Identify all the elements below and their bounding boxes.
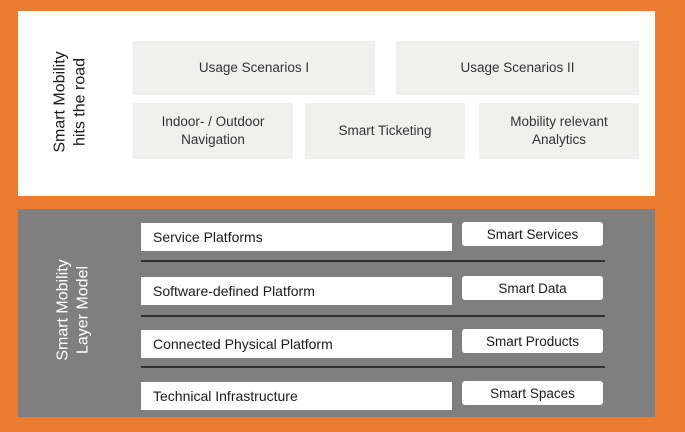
bottom-side-label: Smart Mobility Layer Model <box>54 259 95 360</box>
box-usage-scenarios-2-label: Usage Scenarios II <box>460 59 575 75</box>
box-software-defined-platform-label: Software-defined Platform <box>153 283 315 299</box>
bottom-side-label-line1: Smart Mobility <box>54 259 72 361</box>
top-side-label-line1: Smart Mobility <box>51 51 69 153</box>
box-smart-data-label: Smart Data <box>498 280 567 296</box>
box-smart-spaces: Smart Spaces <box>462 381 603 405</box>
bottom-side-label-line2: Layer Model <box>75 265 92 355</box>
box-mobility-relevant-analytics-label: Mobility relevant Analytics <box>510 113 608 147</box>
top-side-label: Smart Mobility hits the road <box>51 51 92 152</box>
layer-separator-3 <box>141 366 605 368</box>
usage-scenarios-panel: Smart Mobility hits the road Usage Scena… <box>18 11 655 196</box>
box-service-platforms: Service Platforms <box>141 223 452 251</box>
box-connected-physical-platform: Connected Physical Platform <box>141 330 452 358</box>
box-smart-data: Smart Data <box>462 276 603 300</box>
layer-model-panel: Smart Mobility Layer Model Service Platf… <box>18 209 655 417</box>
box-usage-scenarios-1: Usage Scenarios I <box>133 41 375 95</box>
box-usage-scenarios-1-label: Usage Scenarios I <box>198 59 310 75</box>
box-smart-ticketing: Smart Ticketing <box>305 103 465 159</box>
box-indoor-outdoor-navigation-label: Indoor- / Outdoor Navigation <box>161 113 265 147</box>
layer-separator-1 <box>141 260 605 262</box>
box-smart-products: Smart Products <box>462 329 603 353</box>
box-technical-infrastructure: Technical Infrastructure <box>141 382 452 410</box>
box-software-defined-platform: Software-defined Platform <box>141 277 452 305</box>
box-smart-services: Smart Services <box>462 222 603 246</box>
box-technical-infrastructure-label: Technical Infrastructure <box>153 388 298 404</box>
box-connected-physical-platform-label: Connected Physical Platform <box>153 336 333 352</box>
box-smart-spaces-label: Smart Spaces <box>490 385 575 401</box>
top-side-label-line2: hits the road <box>72 57 89 147</box>
box-mobility-relevant-analytics: Mobility relevant Analytics <box>479 103 639 159</box>
box-smart-products-label: Smart Products <box>485 333 580 349</box>
box-service-platforms-label: Service Platforms <box>153 229 263 245</box>
box-smart-ticketing-label: Smart Ticketing <box>338 122 432 138</box>
box-indoor-outdoor-navigation: Indoor- / Outdoor Navigation <box>133 103 293 159</box>
box-smart-services-label: Smart Services <box>486 226 579 242</box>
layer-separator-2 <box>141 315 605 317</box>
box-usage-scenarios-2: Usage Scenarios II <box>396 41 639 95</box>
